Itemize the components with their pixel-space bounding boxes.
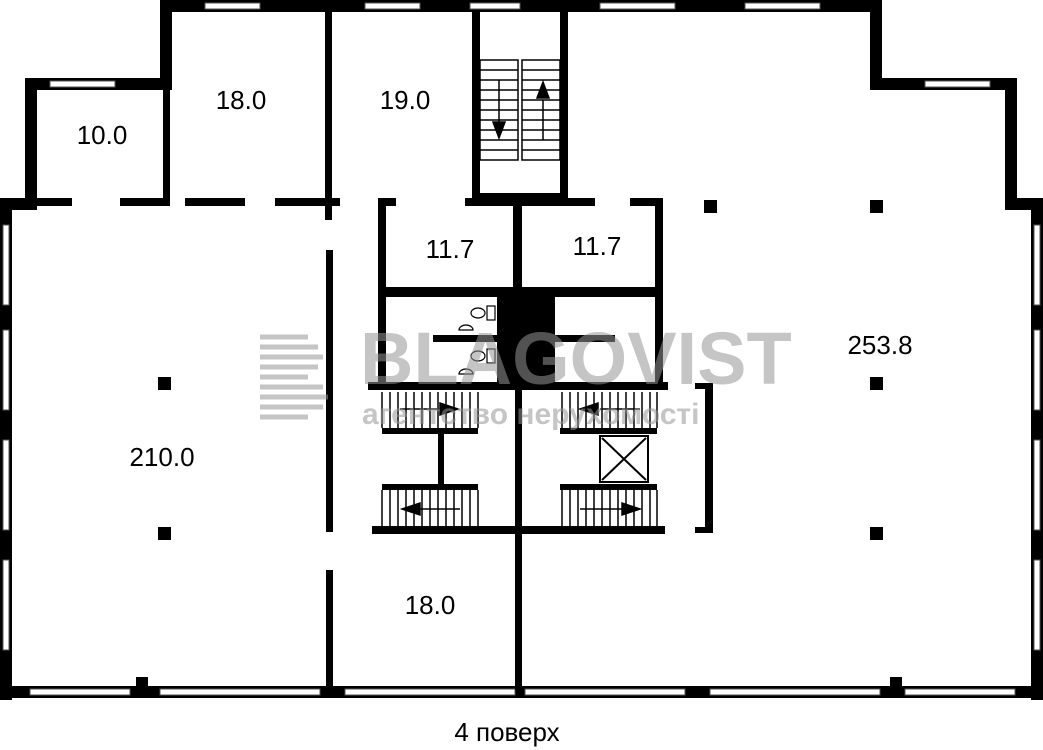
toilet-icons — [458, 305, 496, 375]
room-area-label: 19.0 — [379, 85, 431, 115]
watermark-logo-icon — [260, 334, 328, 420]
room-area-label: 18.0 — [404, 590, 456, 620]
room-area-label: 210.0 — [129, 442, 195, 472]
room-area-label: 253.8 — [847, 330, 913, 360]
watermark-tagline: агентство нерухомості — [362, 398, 700, 431]
interior-walls — [12, 12, 713, 690]
room-area-label: 11.7 — [425, 234, 475, 264]
windows — [2, 2, 1041, 696]
floor-caption: 4 поверх — [454, 717, 560, 747]
columns — [136, 200, 902, 689]
room-area-label: 10.0 — [76, 120, 128, 150]
room-area-label: 11.7 — [572, 231, 622, 261]
stairs — [381, 59, 658, 526]
room-area-label: 18.0 — [215, 85, 267, 115]
direction-arrows — [399, 79, 643, 517]
watermark-brand: BLAGOVIST — [360, 317, 792, 400]
elevator-icon — [599, 435, 649, 483]
